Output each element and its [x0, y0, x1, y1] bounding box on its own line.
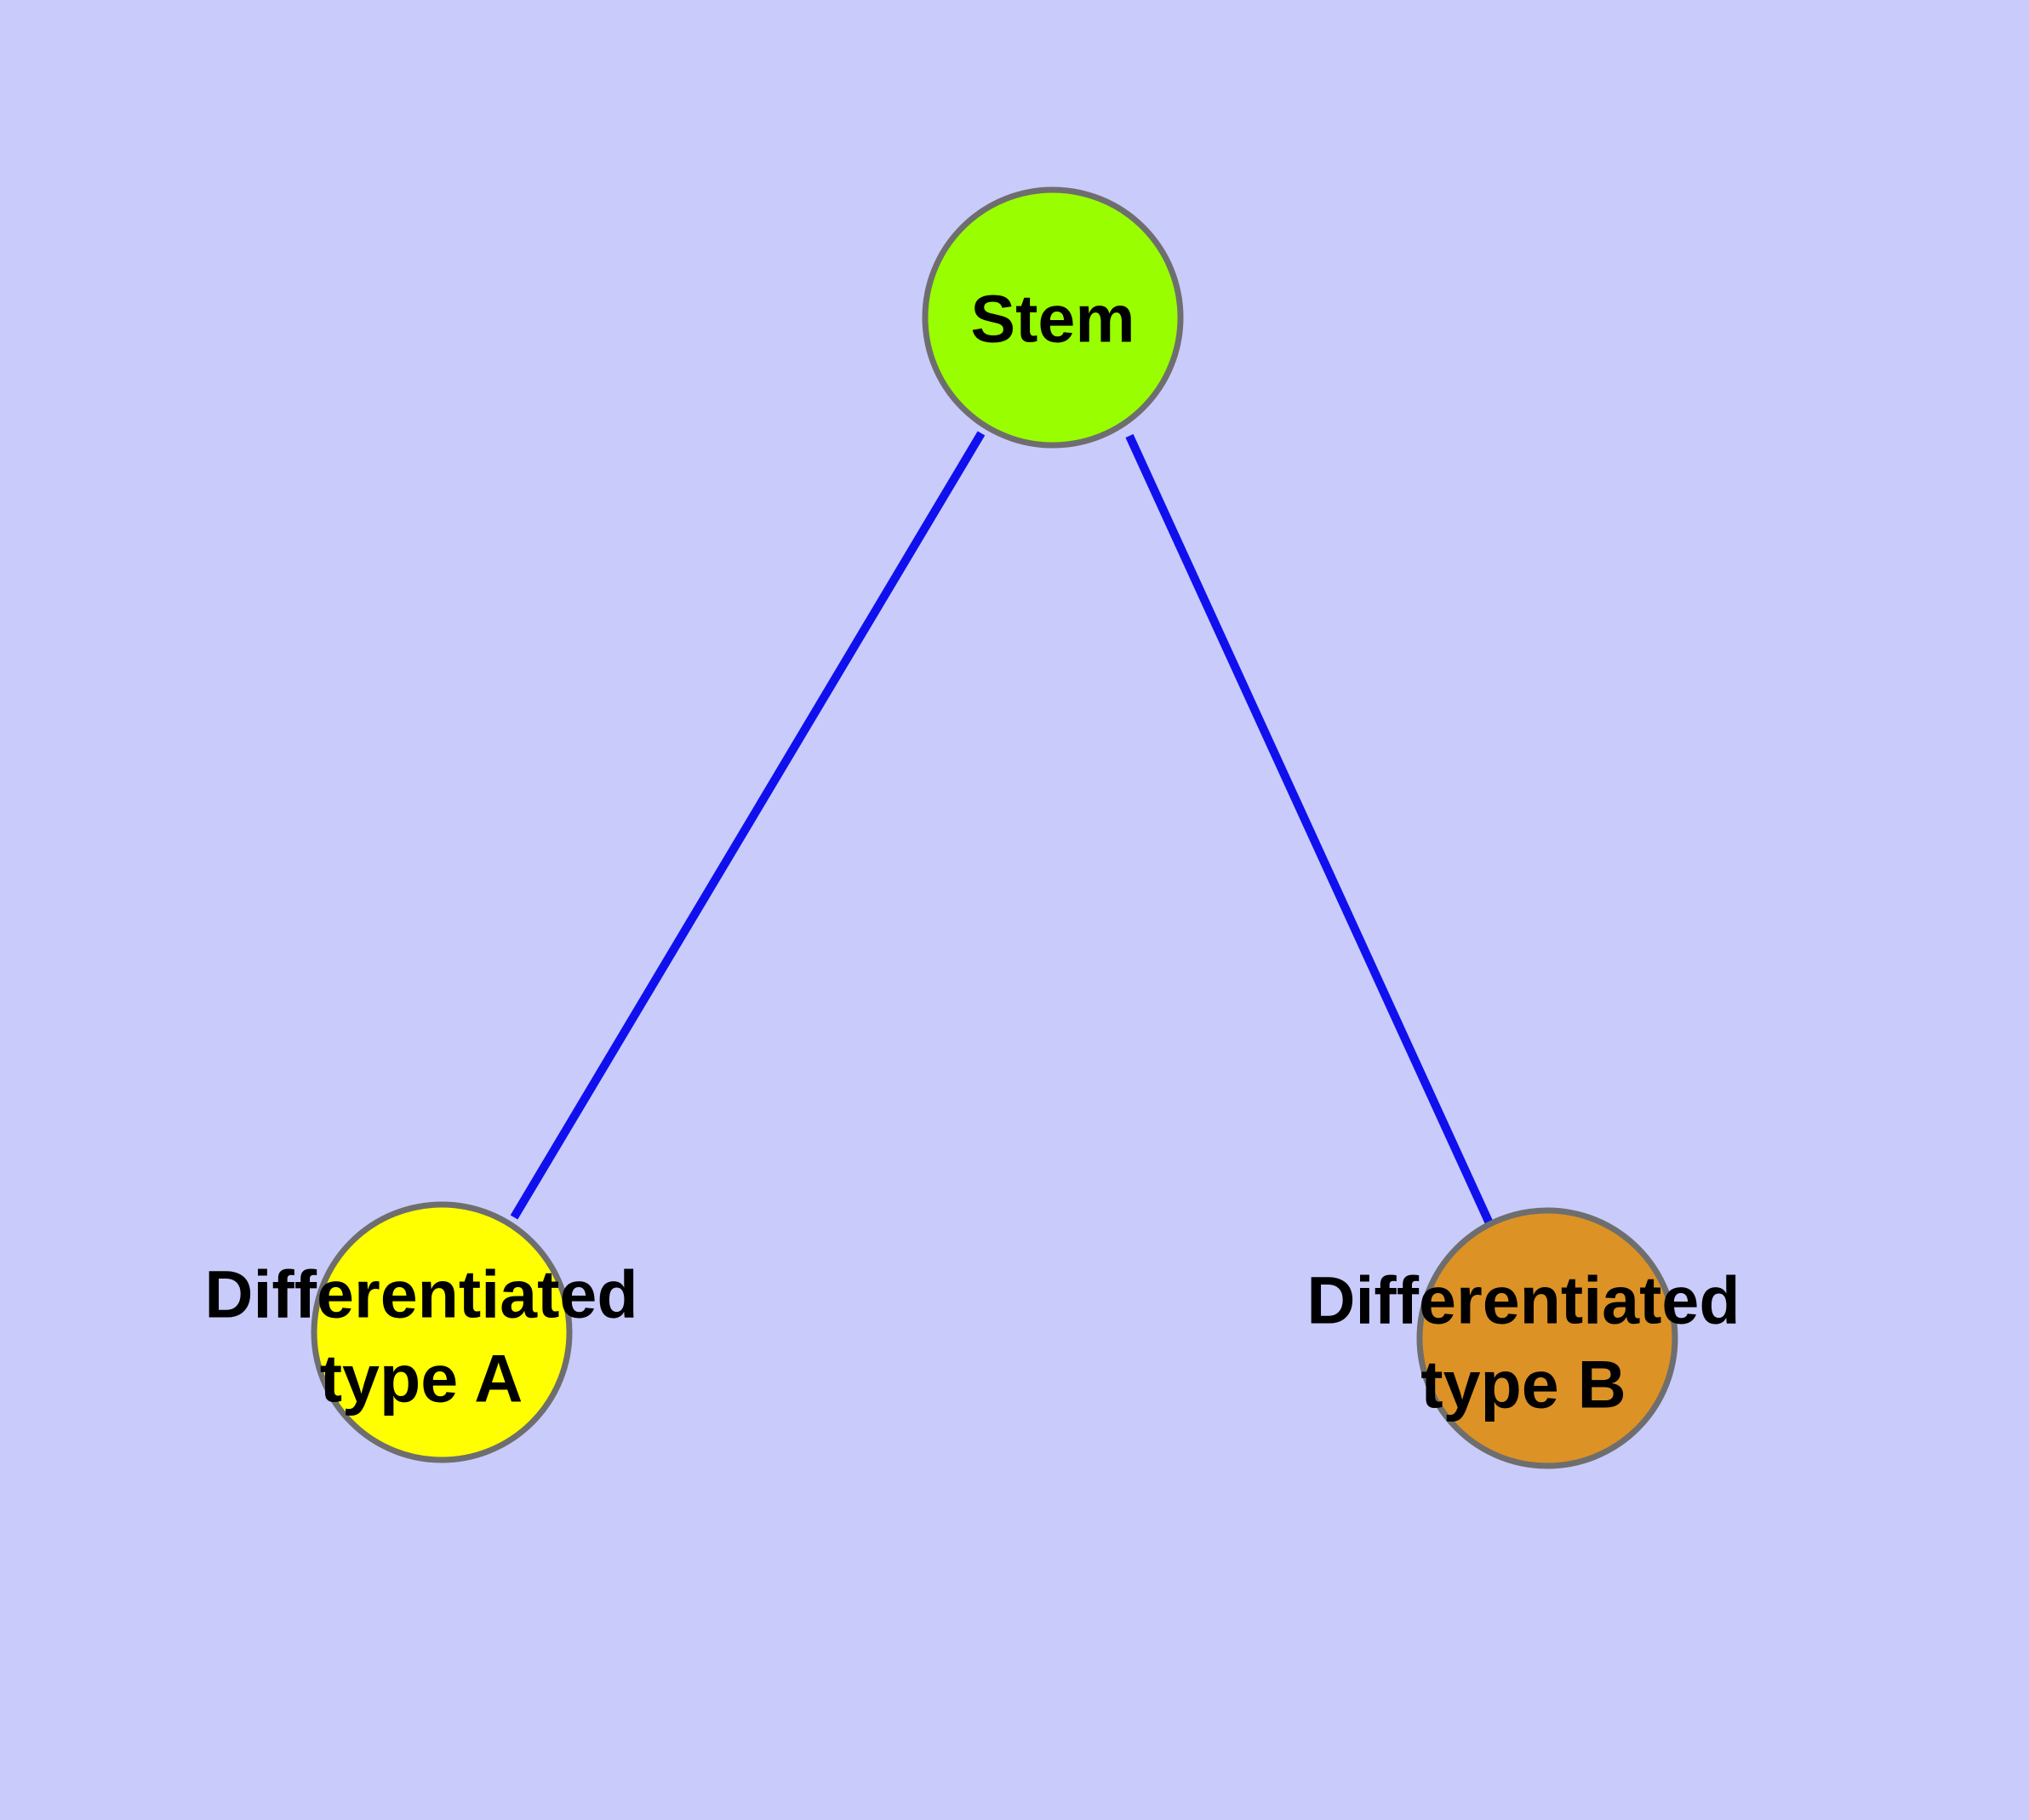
graph-node-stem[interactable] — [922, 186, 1184, 449]
nodes-layer — [311, 186, 1678, 1469]
graph-edge-stem-to-diff-a[interactable] — [510, 431, 986, 1220]
graph-node-diff_a[interactable] — [311, 1201, 573, 1463]
graph-node-diff_b[interactable] — [1416, 1207, 1678, 1469]
graph-edge-stem-to-diff-b[interactable] — [1125, 433, 1494, 1226]
edges-layer — [510, 431, 1494, 1226]
